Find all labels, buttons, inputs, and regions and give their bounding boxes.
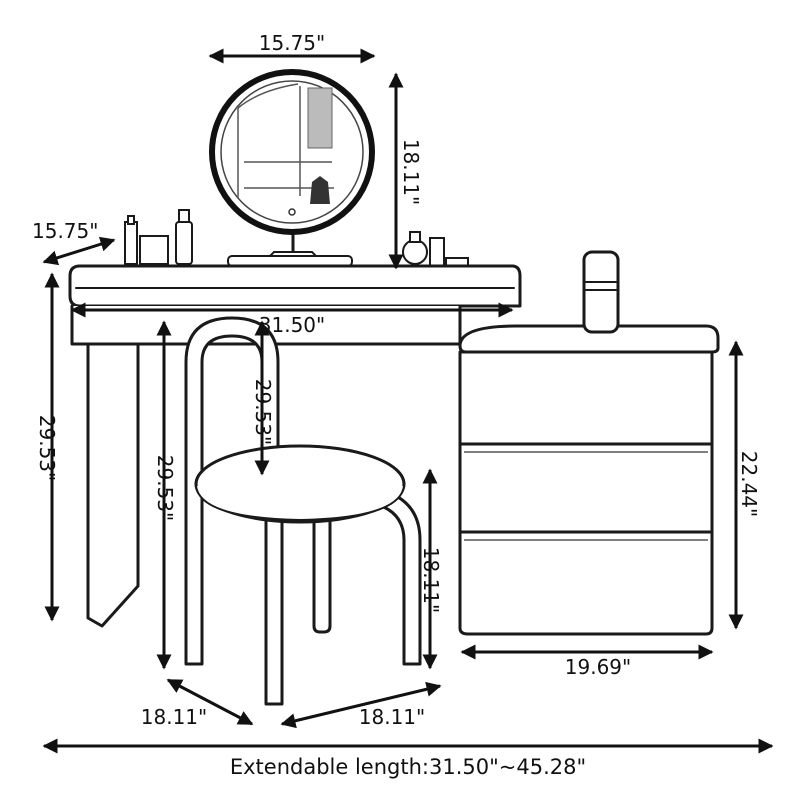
mirror-width-label: 15.75" <box>259 31 325 55</box>
desk-depth-label: 15.75" <box>32 219 98 243</box>
dimension-lines: 15.75" 18.11" 15.75" 31.50" 29.53" 29.53… <box>32 31 774 779</box>
chair-width-label: 18.11" <box>359 705 425 729</box>
chair-seat-height-label: 18.11" <box>419 547 443 613</box>
chair-total-height-label: 29.53" <box>153 455 177 521</box>
cabinet-depth-label: 19.69" <box>565 655 631 679</box>
cabinet-height-label: 22.44" <box>737 451 761 517</box>
extendable-length-caption: Extendable length:31.50"~45.28" <box>230 755 586 779</box>
chair-depth-label: 18.11" <box>141 705 207 729</box>
chair-back-height-label: 29.53" <box>251 379 275 445</box>
round-mirror <box>209 69 375 259</box>
desk-height-label: 29.53" <box>35 415 59 481</box>
cosmetic-bottles <box>124 209 469 267</box>
mirror-height-label: 18.11" <box>399 139 423 205</box>
stool-chair <box>184 316 422 706</box>
side-cabinet <box>458 250 720 636</box>
desk-width-label: 31.50" <box>259 313 325 337</box>
